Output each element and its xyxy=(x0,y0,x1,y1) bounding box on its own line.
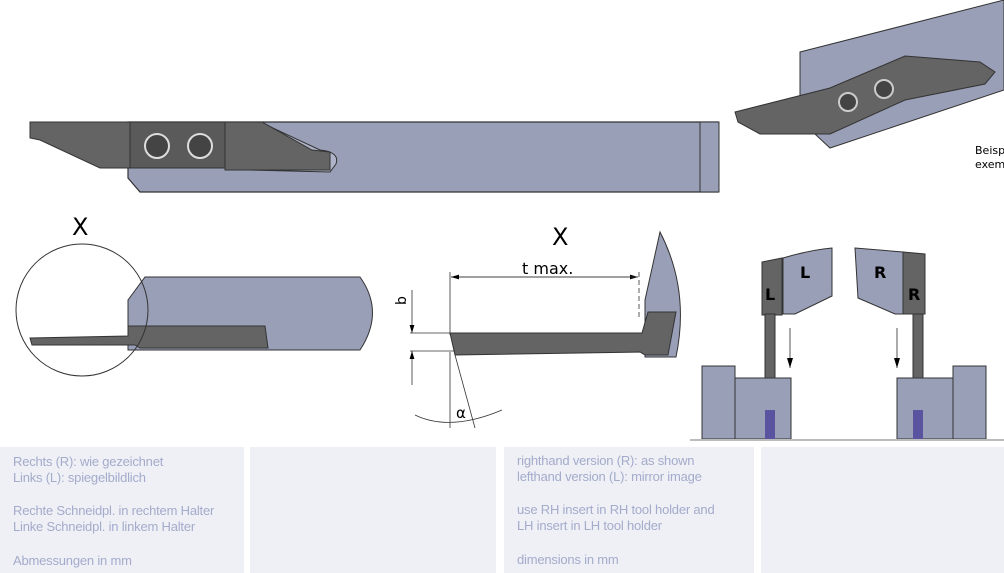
detail-x-left: X xyxy=(15,213,373,377)
empty-panel xyxy=(250,447,496,573)
note-line: dimensions in mm xyxy=(517,552,619,567)
technical-drawing: Beisp exem X X t max. b α L L xyxy=(15,0,1004,441)
screw-icon xyxy=(144,133,170,159)
left-holder-label: L xyxy=(800,263,810,282)
note-line: Linke Schneidpl. in linkem Halter xyxy=(13,519,195,534)
screw-icon xyxy=(187,133,213,159)
notes-panel-german: Rechts (R): wie gezeichnet Links (L): sp… xyxy=(0,447,244,573)
left-insert-label: L xyxy=(765,285,775,304)
tool-holder-side-view xyxy=(29,121,719,193)
detail-label: X xyxy=(552,223,568,251)
detail-label: X xyxy=(72,213,88,241)
note-line: Links (L): spiegelbildlich xyxy=(13,470,146,485)
note-line: Rechts (R): wie gezeichnet xyxy=(13,454,164,469)
note-line: lefthand version (L): mirror image xyxy=(517,469,702,484)
note-line: righthand version (R): as shown xyxy=(517,453,695,468)
left-right-views: L L R R xyxy=(690,247,1004,441)
right-holder-label: R xyxy=(874,263,886,282)
note-line: use RH insert in RH tool holder and xyxy=(517,502,715,517)
angle-alpha: α xyxy=(456,404,466,422)
tool-holder-3d-view: Beisp exem xyxy=(699,0,1004,193)
right-insert-label: R xyxy=(908,285,920,304)
example-label-en: exem xyxy=(975,158,1004,171)
notes-panel-english: righthand version (R): as shown lefthand… xyxy=(504,447,754,573)
note-line: Rechte Schneidpl. in rechtem Halter xyxy=(13,503,215,518)
dimension-t-max: t max. xyxy=(522,259,573,278)
example-label-de: Beisp xyxy=(975,144,1004,157)
note-line: Abmessungen in mm xyxy=(13,553,132,568)
detail-x-dimensioned: X t max. b α xyxy=(394,223,681,429)
note-line: LH insert in LH tool holder xyxy=(517,518,662,533)
dimension-b: b xyxy=(394,296,410,305)
empty-panel xyxy=(761,447,1004,573)
